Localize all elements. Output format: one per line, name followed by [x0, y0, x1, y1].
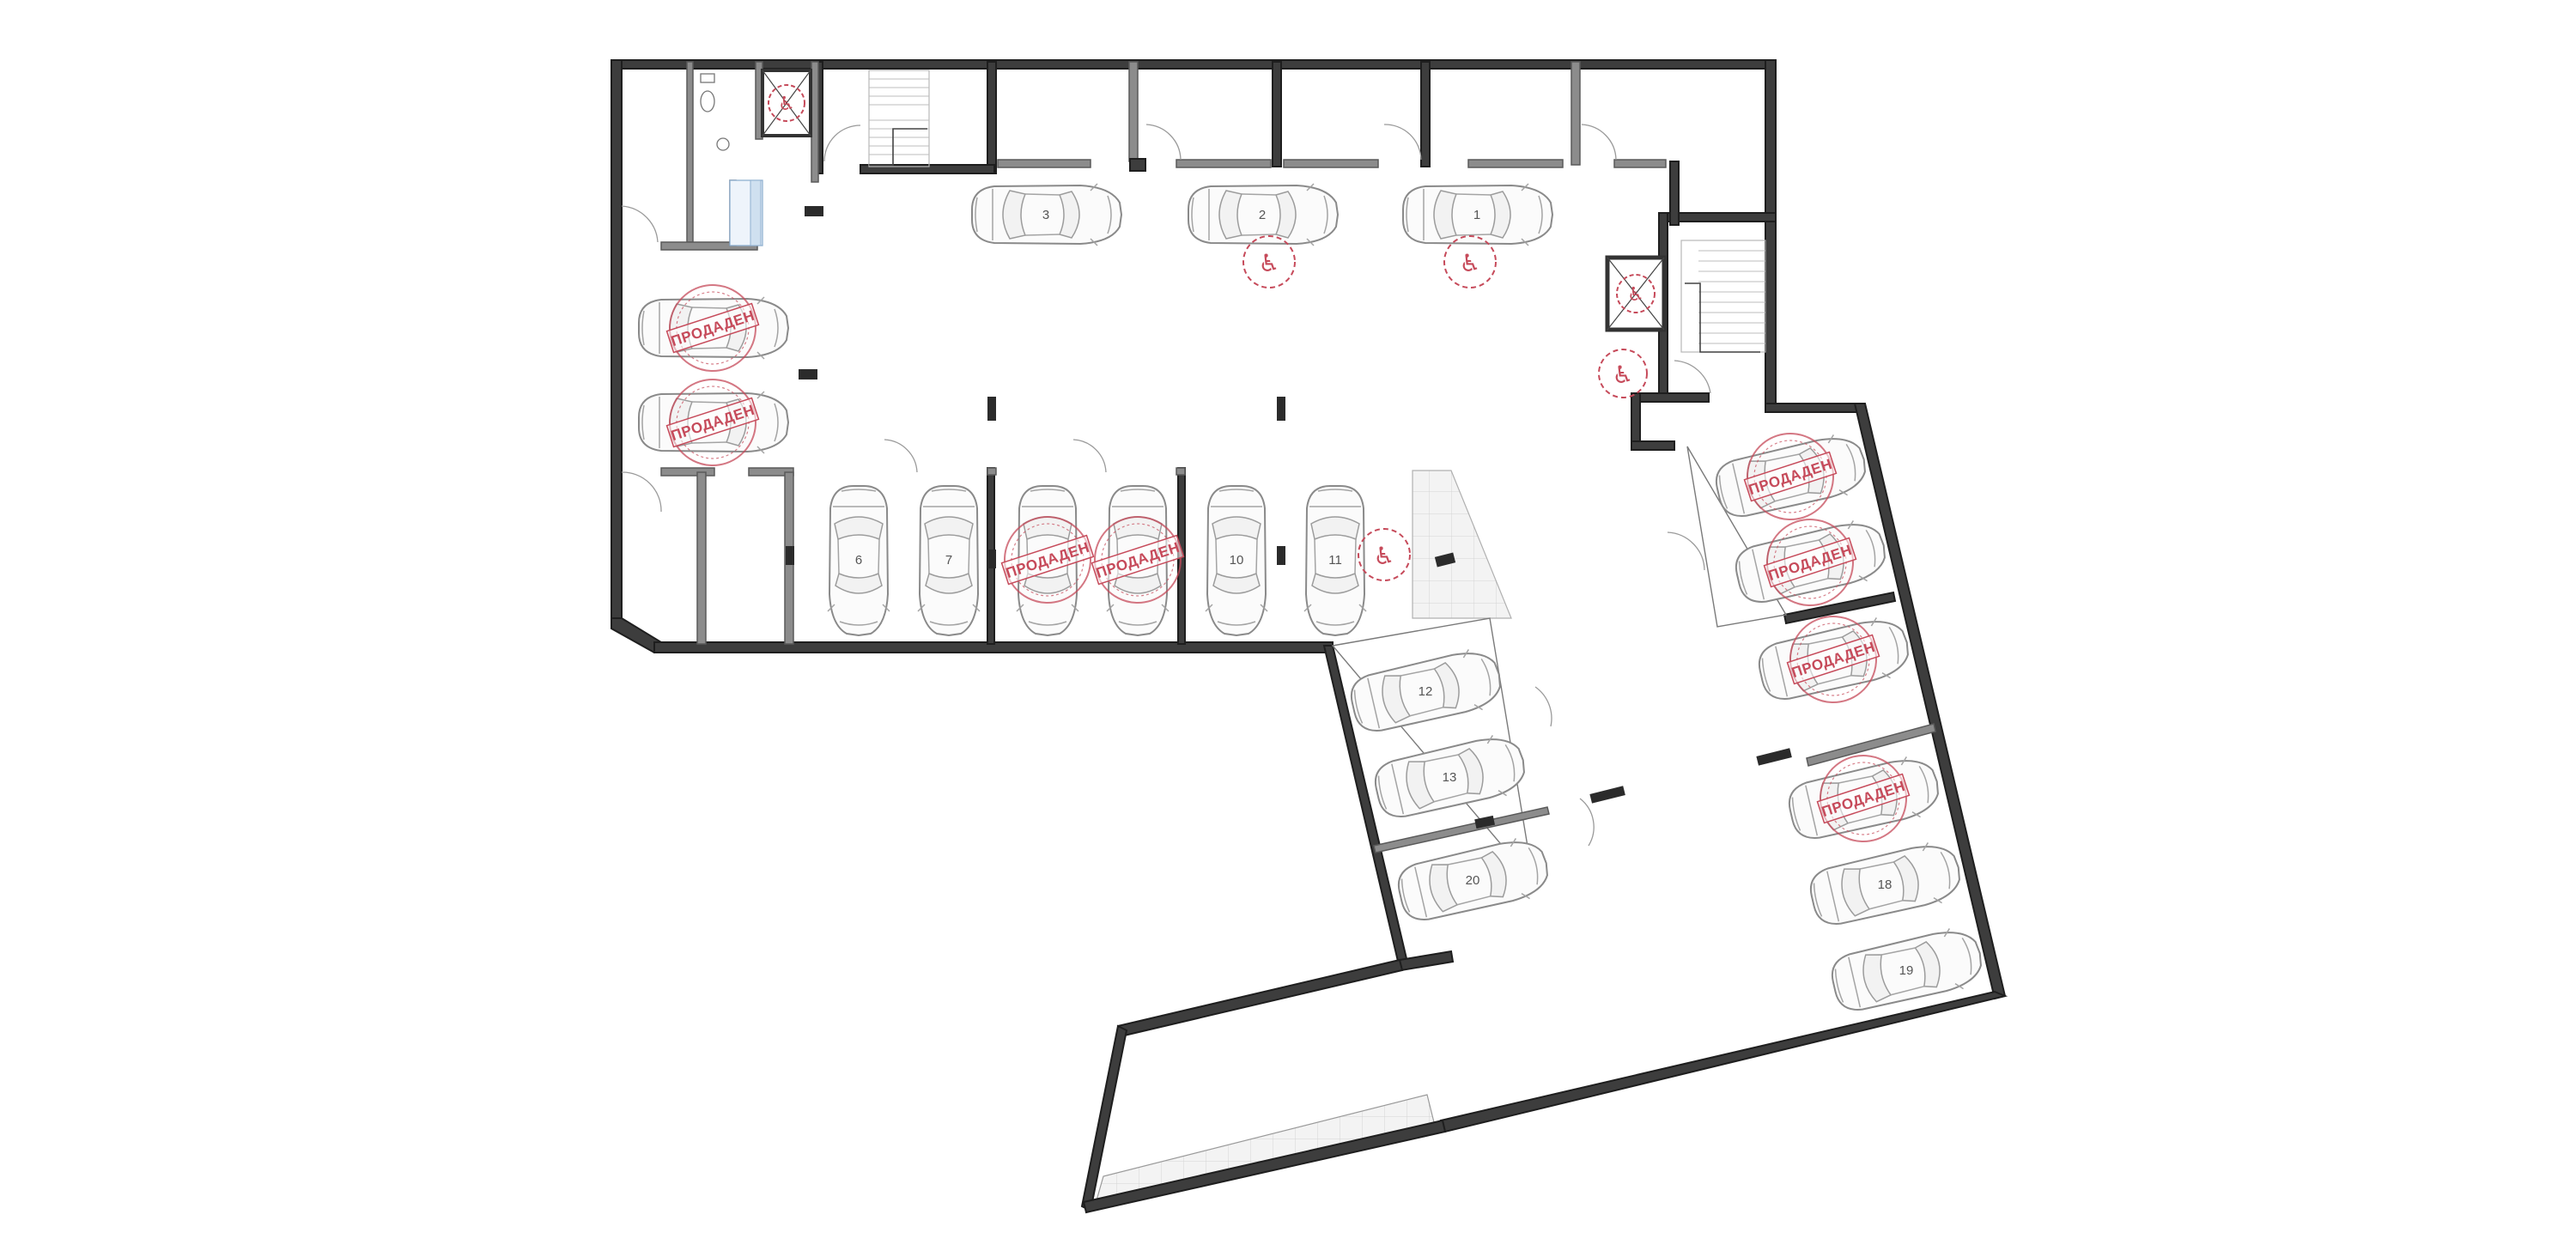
spot-number: 19 [1899, 963, 1914, 978]
toilet-icon [700, 73, 763, 246]
wheelchair-icon: ♿ [1443, 235, 1497, 288]
elevator-icon: ♿ [761, 69, 812, 137]
spot-number: 20 [1466, 873, 1480, 888]
parking-spot-15[interactable]: ПРОДАДЕН [1728, 500, 1894, 624]
parking-spot-14[interactable]: ПРОДАДЕН [1708, 414, 1874, 538]
columns [786, 206, 1792, 829]
ramp-floor [1412, 470, 1512, 619]
wheelchair-icon: ♿ [1242, 235, 1296, 288]
parking-spot-8[interactable]: ПРОДАДЕН [992, 485, 1103, 636]
spot-number: 6 [855, 553, 862, 568]
svg-text:♿: ♿ [1627, 284, 1644, 306]
parking-spot-19[interactable]: 19 [1826, 922, 1988, 1018]
svg-text:♿: ♿ [1612, 361, 1633, 389]
parking-spot-16[interactable]: ПРОДАДЕН [1751, 597, 1917, 721]
spot-number: 10 [1230, 553, 1244, 568]
parking-spot-1[interactable]: 1 [1402, 183, 1553, 246]
parking-spot-6[interactable]: 6 [827, 485, 890, 636]
wheelchair-icon: ♿ [1598, 349, 1648, 398]
svg-text:♿: ♿ [1258, 249, 1279, 277]
parking-spot-2[interactable]: 2 [1188, 183, 1339, 246]
parking-spot-13[interactable]: 13 [1370, 729, 1531, 825]
doors [621, 124, 1711, 847]
spot-number: 11 [1328, 553, 1342, 568]
svg-text:♿: ♿ [1373, 542, 1394, 570]
wheelchair-icon: ♿ [1358, 528, 1411, 581]
spot-number: 13 [1443, 770, 1457, 785]
parking-spot-7[interactable]: 7 [917, 485, 981, 636]
parking-spot-20[interactable]: 20 [1393, 832, 1554, 928]
outer-walls [611, 59, 2008, 1214]
svg-text:♿: ♿ [778, 94, 795, 115]
spot-number: 3 [1042, 208, 1049, 222]
parking-spot-17[interactable]: ПРОДАДЕН [1781, 736, 1947, 860]
parking-spot-12[interactable]: 12 [1346, 643, 1507, 739]
svg-text:♿: ♿ [1459, 249, 1480, 277]
elevator-right-icon: ♿ [1605, 255, 1667, 332]
parking-spot-18[interactable]: 18 [1805, 836, 1966, 932]
stairs-right-icon [1680, 240, 1766, 353]
parking-spot-3[interactable]: 3 [971, 183, 1122, 246]
spot-number: 12 [1419, 684, 1433, 699]
spot-number: 18 [1878, 877, 1893, 892]
parking-spot-4[interactable]: ПРОДАДЕН [638, 273, 789, 382]
parking-spot-10[interactable]: 10 [1205, 485, 1268, 636]
parking-spot-11[interactable]: 11 [1303, 485, 1367, 636]
parking-spot-5[interactable]: ПРОДАДЕН [638, 367, 789, 477]
spot-number: 1 [1473, 208, 1480, 222]
spot-number: 2 [1259, 208, 1266, 222]
parking-spot-9[interactable]: ПРОДАДЕН [1082, 485, 1194, 636]
stairs-icon [868, 70, 930, 167]
spot-number: 7 [945, 553, 952, 568]
